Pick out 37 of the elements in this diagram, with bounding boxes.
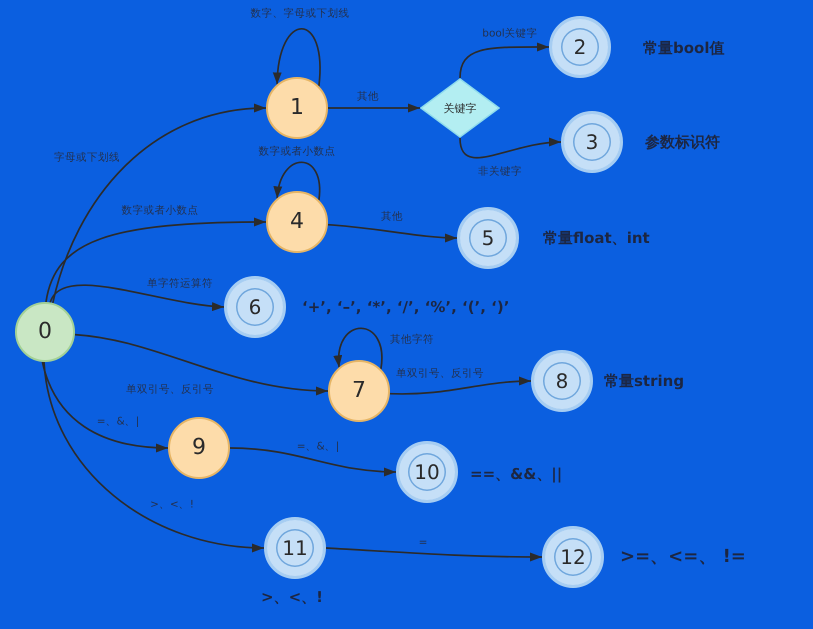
edge-label: bool关键字 [480, 28, 540, 40]
state-description: ==、&&、|| [470, 465, 562, 483]
self-loop-arrow [273, 28, 321, 86]
decision-diamond: 关键字 [420, 78, 500, 138]
state-description: 常量string [604, 372, 684, 390]
arrow [459, 138, 562, 159]
edge-label: 数字、字母或下划线 [248, 8, 352, 20]
edge-label: 单双引号、反引号 [124, 384, 216, 396]
arrow [49, 284, 224, 311]
self-loop-arrow [334, 328, 383, 370]
edge-label: 数字或者小数点 [256, 146, 338, 158]
state-description: 参数标识符 [645, 133, 720, 151]
edge-label: 其他字符 [388, 334, 436, 346]
edge-label: 单双引号、反引号 [394, 368, 486, 380]
arrow [43, 362, 264, 552]
edge-label: 其他 [379, 210, 405, 224]
self-loop-arrow [274, 162, 320, 200]
arrow [45, 218, 266, 302]
arrow [230, 447, 396, 476]
edge-label: 其他 [355, 90, 381, 104]
edge-label: 非关键字 [476, 166, 524, 178]
edge-label: 单字符运算符 [145, 278, 215, 290]
arrow [326, 547, 542, 562]
edge-label: 字母或下划线 [52, 152, 122, 164]
arrow [74, 334, 328, 396]
state-description: >=、<=、 != [620, 546, 746, 568]
state-description: 常量bool值 [643, 39, 724, 57]
arrow [328, 104, 420, 112]
arrow [459, 42, 549, 78]
arrow [390, 376, 532, 395]
edge-label: 数字或者小数点 [120, 204, 200, 218]
state-description: 常量float、int [543, 229, 650, 247]
arrow [42, 362, 168, 452]
state-description: ‘+’, ‘–’, ‘*’, ‘/’, ‘%’, ‘(’, ‘)’ [302, 298, 510, 316]
arrow [328, 224, 458, 242]
arrow [52, 104, 266, 304]
state-description: >、<、! [261, 588, 323, 606]
